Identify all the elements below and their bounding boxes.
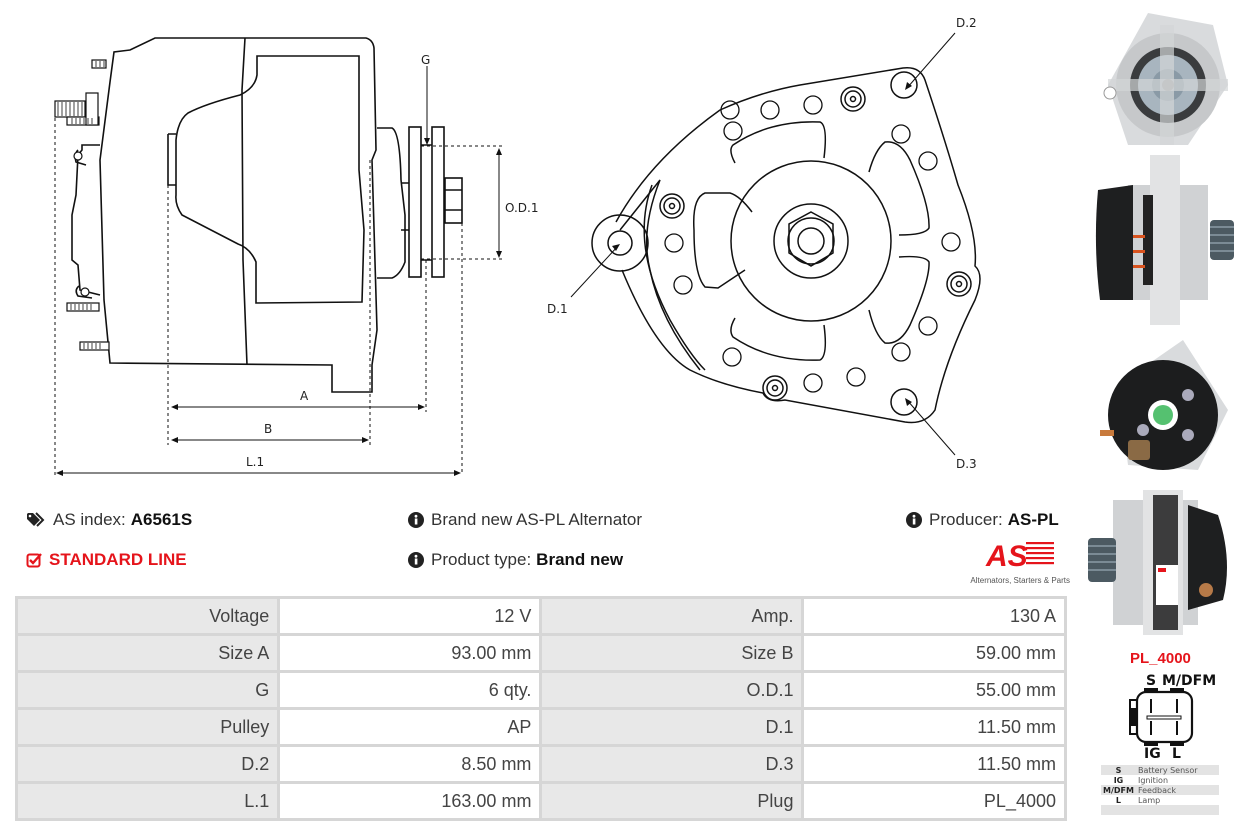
front-view-drawing: D.2 D.1 D.3	[547, 16, 981, 471]
spec-value: 55.00 mm	[804, 673, 1064, 707]
plug-title: PL_4000	[1130, 650, 1191, 667]
spec-label: L.1	[18, 784, 278, 818]
info-circle-icon	[408, 512, 424, 528]
producer-value: AS-PL	[1007, 510, 1059, 529]
info-circle-icon	[906, 512, 922, 528]
side-view-reverse-photo	[1088, 490, 1227, 635]
label-l1: L.1	[246, 455, 264, 469]
pin-legend-row: IG Ignition	[1101, 775, 1219, 785]
pin-description: Ignition	[1137, 775, 1169, 785]
spec-label: Pulley	[18, 710, 278, 744]
pin-description	[1135, 805, 1219, 815]
as-index: AS index: A6561S	[26, 510, 192, 530]
spec-label: Size B	[542, 636, 802, 670]
tags-icon	[27, 512, 45, 527]
pin-label-s: S	[1146, 673, 1156, 689]
logo-text: AS	[985, 540, 1028, 570]
as-logo-mark: AS	[985, 540, 1054, 573]
label-d1: D.1	[547, 302, 568, 316]
spec-label: G	[18, 673, 278, 707]
plug-diagram: S M/DFM IG L	[1129, 673, 1216, 762]
label-d3: D.3	[956, 457, 977, 471]
spec-value: 12 V	[280, 599, 540, 633]
producer-label: Producer:	[929, 510, 1003, 529]
spec-value: PL_4000	[804, 784, 1064, 818]
rear-view-photo	[1100, 340, 1228, 470]
pin-description: Lamp	[1137, 795, 1161, 805]
pin-legend-row	[1101, 805, 1219, 815]
spec-value: 11.50 mm	[804, 710, 1064, 744]
label-g: G	[421, 53, 430, 67]
standard-line-badge: STANDARD LINE	[26, 550, 187, 570]
side-view-drawing: G O.D.1 A B L.1	[54, 37, 538, 476]
product-type-label: Product type:	[431, 550, 532, 569]
as-index-label: AS index:	[53, 510, 126, 529]
spec-value: 130 A	[804, 599, 1064, 633]
info-circle-icon	[408, 552, 424, 568]
standard-line-label: STANDARD LINE	[49, 550, 187, 569]
pin-description: Feedback	[1135, 785, 1219, 795]
product-type-value: Brand new	[536, 550, 624, 569]
product-description: Brand new AS-PL Alternator	[408, 510, 642, 530]
spec-value: 6 qty.	[280, 673, 540, 707]
spec-value: AP	[280, 710, 540, 744]
pin-key: S	[1101, 765, 1136, 775]
side-view-photo	[1095, 155, 1234, 325]
label-a: A	[300, 389, 309, 403]
label-b: B	[264, 422, 272, 436]
pin-key: IG	[1113, 775, 1124, 785]
spec-value: 59.00 mm	[804, 636, 1064, 670]
spec-label: Voltage	[18, 599, 278, 633]
pin-key: L	[1115, 795, 1122, 805]
pin-description: Battery Sensor	[1135, 765, 1219, 775]
pin-label-l: L	[1172, 746, 1181, 762]
pin-label-ig: IG	[1144, 746, 1161, 762]
spec-value: 8.50 mm	[280, 747, 540, 781]
as-index-value: A6561S	[130, 510, 193, 529]
pin-key: M/DFM	[1101, 785, 1136, 795]
spec-value: 93.00 mm	[280, 636, 540, 670]
pin-key	[1101, 805, 1136, 815]
spec-value: 163.00 mm	[280, 784, 540, 818]
label-d2: D.2	[956, 16, 977, 30]
spec-label: D.2	[18, 747, 278, 781]
spec-label: D.3	[542, 747, 802, 781]
spec-label: D.1	[542, 710, 802, 744]
spec-label: Plug	[542, 784, 802, 818]
product-type: Product type: Brand new	[408, 550, 623, 570]
spec-label: Size A	[18, 636, 278, 670]
logo-tagline: Alternators, Starters & Parts	[970, 576, 1070, 585]
as-pl-logo: AS Alternators, Starters & Parts	[960, 538, 1070, 585]
description-text: Brand new AS-PL Alternator	[431, 510, 643, 529]
pin-label-mdfm: M/DFM	[1162, 673, 1216, 689]
spec-value: 11.50 mm	[804, 747, 1064, 781]
housing-outline	[99, 37, 378, 393]
checkbox-checked-icon	[26, 553, 42, 568]
producer: Producer: AS-PL	[906, 510, 1059, 530]
front-view-photo	[1103, 13, 1228, 145]
label-od1: O.D.1	[505, 201, 538, 215]
spec-label: Amp.	[542, 599, 802, 633]
spec-label: O.D.1	[542, 673, 802, 707]
pin-legend-row: L Lamp	[1101, 795, 1219, 805]
end-frame-outline	[615, 67, 981, 424]
